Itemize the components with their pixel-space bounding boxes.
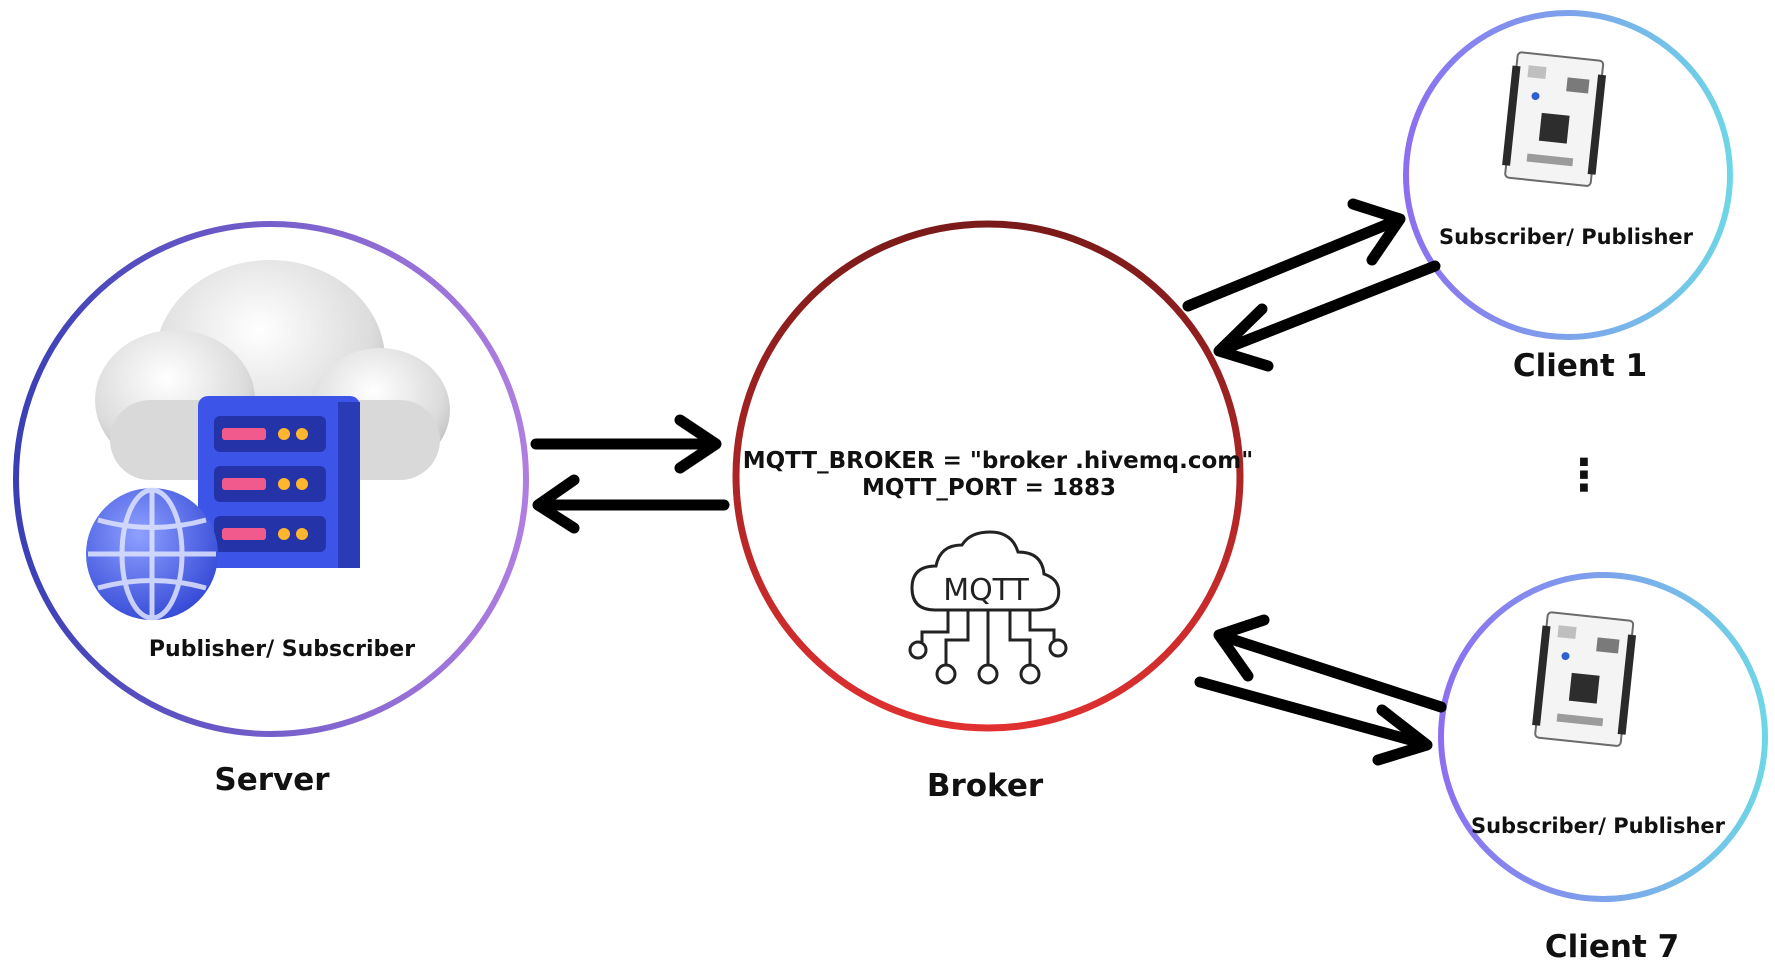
arrow-client-7-to-broker — [1213, 614, 1447, 713]
server-node: Publisher/ Subscriber Server — [13, 221, 529, 798]
client-1-title: Client 1 — [1513, 348, 1647, 384]
client-1-ring — [1403, 10, 1733, 340]
mqtt-logo-text: MQTT — [943, 573, 1029, 608]
server-role-label: Publisher/ Subscriber — [149, 637, 415, 662]
mqtt-logo-icon: MQTT — [908, 530, 1068, 685]
broker-node: MQTT_BROKER = "broker .hivemq.com" MQTT_… — [732, 220, 1254, 804]
dev-board-icon — [1502, 51, 1607, 187]
arrow-client-1-to-broker — [1213, 260, 1441, 372]
arrow-broker-to-client-1 — [1182, 198, 1406, 312]
client-7-ring — [1438, 572, 1768, 902]
arrow-server-to-broker — [530, 414, 722, 474]
client-7-role-label: Subscriber/ Publisher — [1471, 814, 1726, 838]
broker-title: Broker — [927, 768, 1044, 804]
globe-icon — [86, 487, 218, 621]
broker-config-host: MQTT_BROKER = "broker .hivemq.com" — [743, 448, 1254, 474]
arrow-broker-to-server — [532, 474, 730, 534]
client-7-title: Client 7 — [1545, 929, 1679, 965]
client-node-7: Subscriber/ Publisher Client 7 — [1438, 572, 1768, 965]
server-rack-icon — [198, 396, 360, 568]
client-node-1: Subscriber/ Publisher Client 1 — [1403, 10, 1733, 384]
server-ring — [13, 221, 529, 737]
broker-ring — [732, 220, 1244, 732]
server-title: Server — [214, 762, 330, 798]
broker-config-port: MQTT_PORT = 1883 — [862, 475, 1116, 501]
client-1-role-label: Subscriber/ Publisher — [1439, 225, 1694, 249]
more-clients-ellipsis: ⋮ — [1562, 450, 1606, 501]
arrow-broker-to-client-7 — [1194, 676, 1433, 766]
dev-board-icon — [1532, 611, 1637, 747]
